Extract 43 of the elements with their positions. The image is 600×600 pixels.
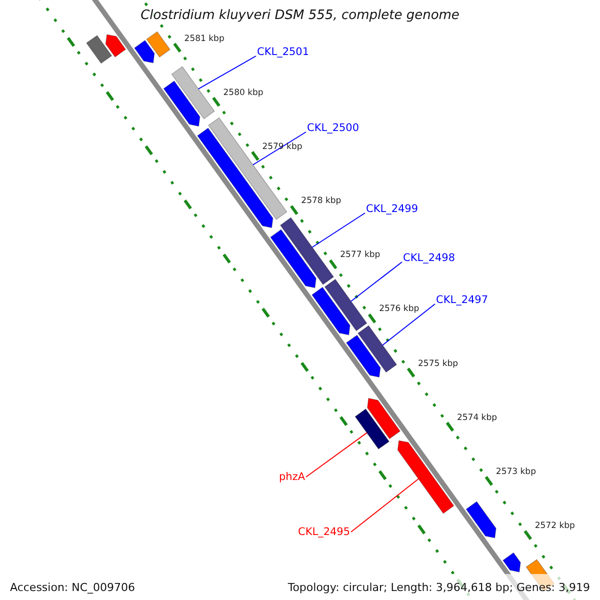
leader-line [350, 262, 402, 302]
scale-label: 2577 kbp [340, 250, 380, 260]
scale-label: 2578 kbp [301, 196, 342, 206]
scale-label: 2574 kbp [456, 412, 498, 423]
gene-feature [171, 66, 215, 120]
gene-feature [397, 440, 454, 514]
footer-text: Accession: NC_009706 [10, 580, 136, 594]
leader-line [382, 304, 436, 346]
gene-feature [146, 31, 171, 58]
gene-feature [134, 40, 155, 64]
scale-label: 2576 kbp [379, 304, 420, 314]
scale-label: 2573 kbp [496, 466, 536, 477]
gene-feature [280, 217, 334, 286]
leader-line [198, 56, 256, 90]
gene-label: phzA [279, 471, 306, 483]
leader-line [252, 132, 306, 166]
gene-feature [354, 408, 390, 450]
gene-feature [346, 334, 381, 378]
gene-feature [324, 278, 368, 332]
gene-feature [357, 325, 398, 373]
scale-label: 2572 kbp [534, 521, 575, 532]
gene-feature [502, 552, 521, 572]
gene-feature [86, 34, 112, 64]
gene-feature [366, 398, 401, 440]
scale-label: 2579 kbp [262, 142, 302, 152]
gene-feature [270, 229, 317, 288]
leader-line [306, 432, 368, 478]
gene-feature [466, 501, 496, 538]
gene-label: CKL_2501 [257, 46, 310, 58]
leader-line [350, 478, 419, 532]
gene-feature [105, 34, 126, 58]
gene-label: CKL_2500 [307, 122, 360, 134]
gene-label: CKL_2495 [298, 526, 350, 538]
footer-text: Topology: circular; Length: 3,964,618 bp; Genes: 3,919 [288, 580, 590, 594]
gene-feature [208, 117, 288, 220]
gene-label: CKL_2497 [436, 294, 488, 306]
scale-label: 2581 kbp [184, 34, 224, 44]
scale-label: 2580 kbp [223, 88, 264, 98]
gene-feature [311, 286, 350, 336]
gene-feature [163, 80, 200, 127]
gene-label: CKL_2498 [403, 252, 456, 264]
scale-label: 2575 kbp [418, 358, 458, 369]
gene-label: CKL_2499 [366, 203, 418, 215]
